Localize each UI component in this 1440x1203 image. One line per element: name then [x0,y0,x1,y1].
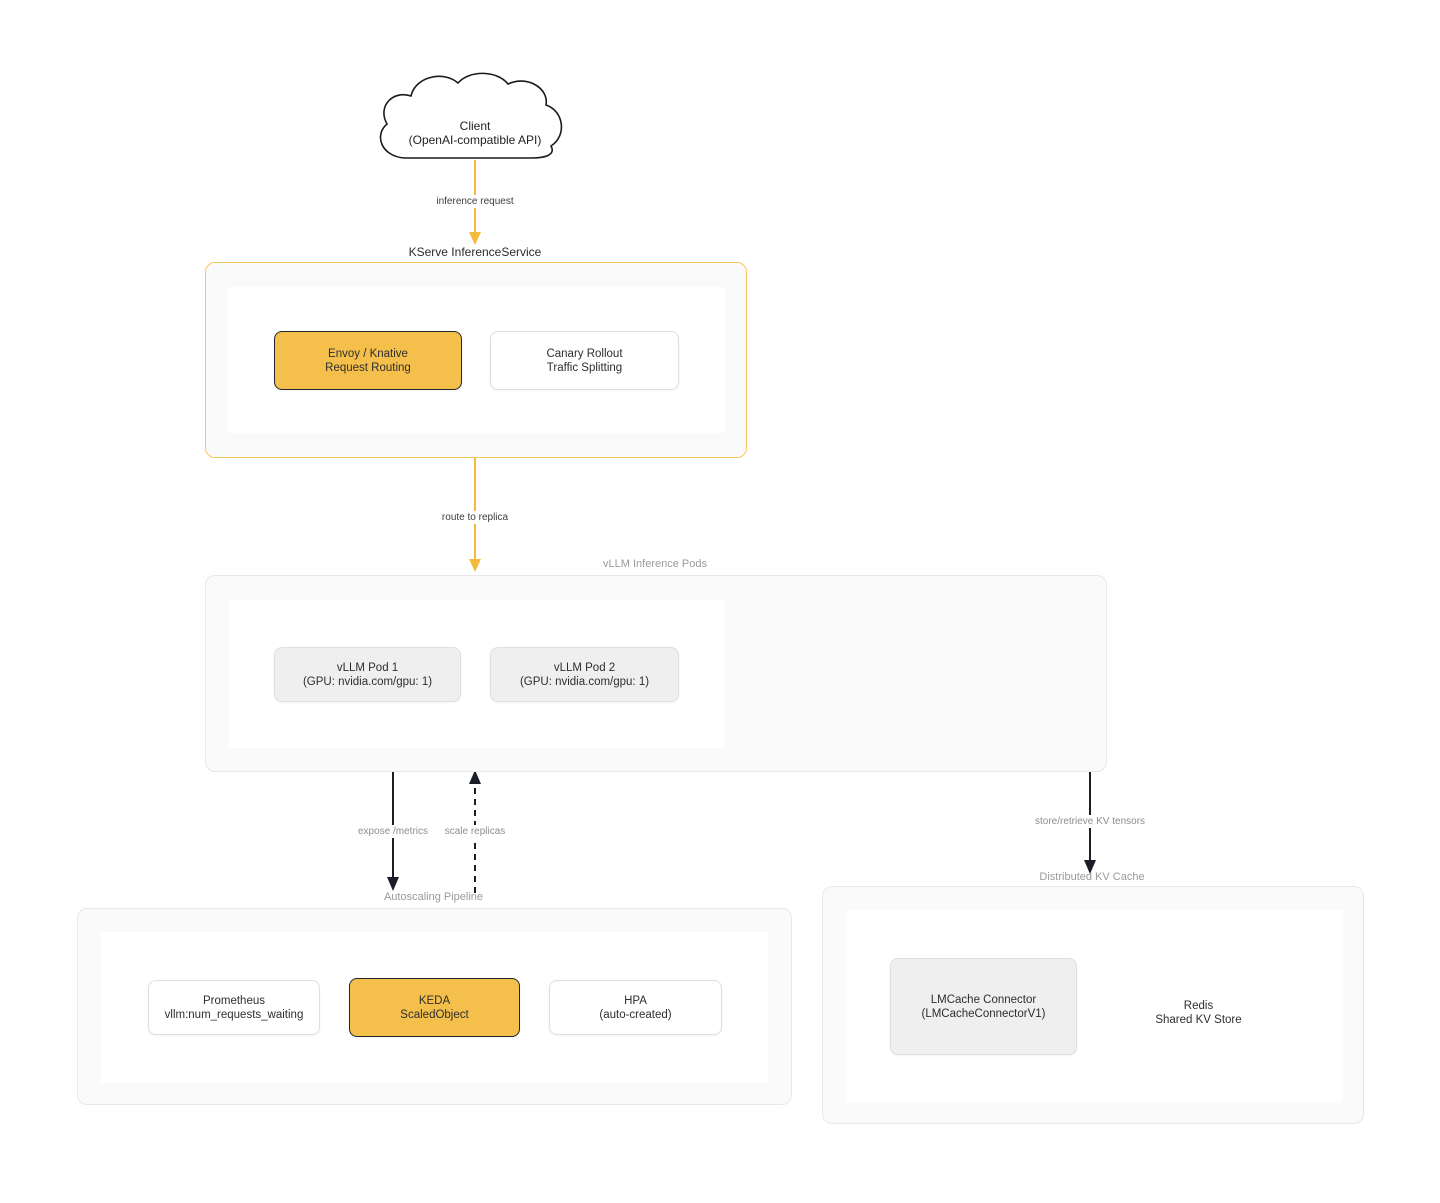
node-envoy-knative: Envoy / Knative Request Routing [274,331,462,390]
node-prometheus-line1: Prometheus [202,994,265,1007]
node-redis-line2: Shared KV Store [1155,1014,1242,1026]
node-vllm-pod-2-line1: vLLM Pod 2 [553,661,616,674]
node-redis-line1: Redis [1183,1000,1214,1012]
node-redis-store-label: Redis Shared KV Store [1105,999,1292,1027]
node-prometheus-line2: vllm:num_requests_waiting [164,1008,304,1021]
node-prometheus: Prometheus vllm:num_requests_waiting [148,980,320,1035]
autoscaling-container-label: Autoscaling Pipeline [383,891,484,903]
client-cloud-line1: Client [459,119,491,133]
node-canary-line2: Traffic Splitting [546,361,623,374]
node-canary-line1: Canary Rollout [546,347,623,360]
kserve-container-label: KServe InferenceService [408,245,542,259]
node-lmcache-line1: LMCache Connector [930,993,1037,1006]
node-keda-line2: ScaledObject [400,1008,469,1021]
client-cloud-label: Client (OpenAI-compatible API) [382,119,568,147]
node-lmcache-connector: LMCache Connector (LMCacheConnectorV1) [890,958,1077,1055]
node-envoy-line2: Request Routing [325,361,411,374]
node-hpa: HPA (auto-created) [549,980,722,1035]
node-vllm-pod-1-line2: (GPU: nvidia.com/gpu: 1) [302,675,433,688]
node-vllm-pod-2: vLLM Pod 2 (GPU: nvidia.com/gpu: 1) [490,647,679,702]
edge-label-scale-replicas: scale replicas [439,825,511,838]
node-vllm-pod-2-line2: (GPU: nvidia.com/gpu: 1) [519,675,650,688]
kv-cache-container-label: Distributed KV Cache [1039,871,1145,883]
node-vllm-pod-1: vLLM Pod 1 (GPU: nvidia.com/gpu: 1) [274,647,461,702]
edge-label-store-retrieve-kv: store/retrieve KV tensors [1029,815,1151,828]
node-keda-scaledobject: KEDA ScaledObject [349,978,520,1037]
vllm-pods-container-label: vLLM Inference Pods [603,558,707,570]
node-hpa-line2: (auto-created) [599,1008,672,1021]
node-lmcache-line2: (LMCacheConnectorV1) [921,1007,1046,1020]
node-keda-line1: KEDA [418,994,451,1007]
client-cloud-line2: (OpenAI-compatible API) [408,133,542,147]
edge-label-expose-metrics: expose /metrics [352,825,434,838]
edge-label-route-to-replica: route to replica [436,511,514,524]
node-envoy-line1: Envoy / Knative [328,347,408,360]
edge-label-inference-request: inference request [431,195,519,208]
node-vllm-pod-1-line1: vLLM Pod 1 [336,661,399,674]
node-canary-rollout: Canary Rollout Traffic Splitting [490,331,679,390]
node-hpa-line1: HPA [624,994,647,1007]
